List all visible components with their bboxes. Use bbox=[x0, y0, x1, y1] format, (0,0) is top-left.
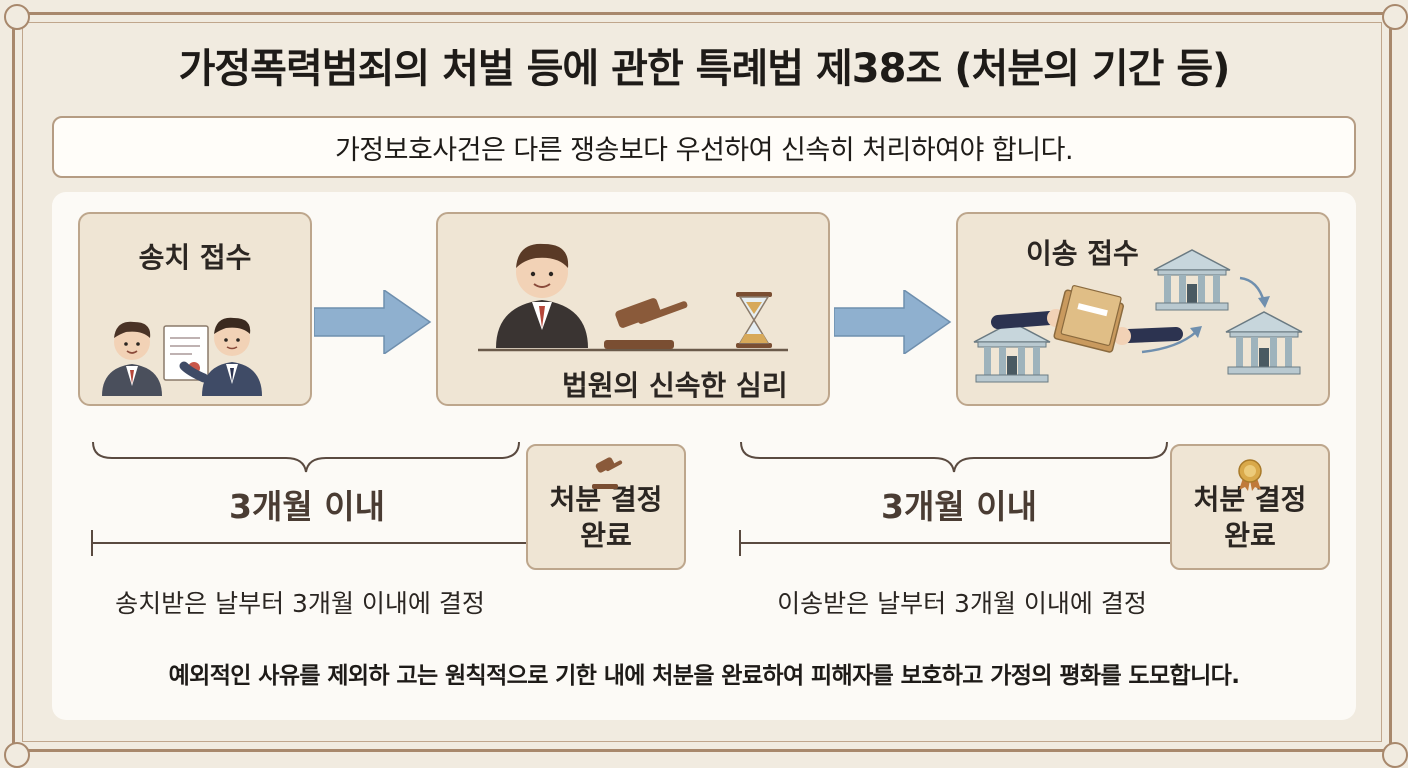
step-label: 이송 접수 bbox=[1026, 237, 1139, 270]
diagram-panel: 송치 접수 bbox=[52, 192, 1356, 720]
step-card-transfer: 이송 접수 bbox=[956, 212, 1330, 406]
deadline-note: 송치받은 날부터 3개월 이내에 결정 bbox=[115, 589, 485, 618]
decision-line2: 완료 bbox=[1224, 519, 1276, 552]
page-title: 가정폭력범죄의 처벌 등에 관한 특례법 제38조 (처분의 기간 등) bbox=[178, 46, 1231, 92]
timeline-line-left bbox=[91, 530, 530, 556]
court-transfer-icon bbox=[973, 249, 1303, 383]
outer-frame bbox=[12, 12, 1392, 752]
inner-frame bbox=[22, 22, 1382, 742]
flow-arrow-icon bbox=[834, 290, 952, 354]
corner-ornament bbox=[4, 742, 30, 768]
subtitle-text: 가정보호사건은 다른 쟁송보다 우선하여 신속히 처리하여야 합니다. bbox=[334, 134, 1074, 166]
period-label: 3개월 이내 bbox=[229, 487, 385, 526]
timeline-line-right bbox=[739, 530, 1178, 556]
decision-box-right: 처분 결정 완료 bbox=[1170, 444, 1330, 570]
period-label: 3개월 이내 bbox=[881, 487, 1037, 526]
corner-ornament bbox=[4, 4, 30, 30]
corner-ornament bbox=[1382, 742, 1408, 768]
gavel-icon bbox=[592, 457, 623, 489]
period-brace-right bbox=[740, 441, 1168, 473]
judge-gavel-icon bbox=[478, 243, 788, 352]
subtitle-banner: 가정보호사건은 다른 쟁송보다 우선하여 신속히 처리하여야 합니다. bbox=[52, 116, 1356, 178]
handover-document-icon bbox=[102, 317, 262, 396]
decision-box-left: 처분 결정 완료 bbox=[526, 444, 686, 570]
deadline-note: 이송받은 날부터 3개월 이내에 결정 bbox=[777, 589, 1147, 618]
period-brace-left bbox=[92, 441, 520, 473]
step-label: 송치 접수 bbox=[138, 241, 252, 274]
seal-ribbon-icon bbox=[1238, 459, 1262, 491]
step-card-referral: 송치 접수 bbox=[78, 212, 312, 406]
decision-line2: 완료 bbox=[580, 519, 632, 552]
step-card-hearing: 법원의 신속한 심리 bbox=[436, 212, 830, 406]
footer-summary: 예외적인 사유를 제외하 고는 원칙적으로 기한 내에 처분을 완료하여 피해자… bbox=[168, 663, 1240, 689]
corner-ornament bbox=[1382, 4, 1408, 30]
flow-arrow-icon bbox=[314, 290, 432, 354]
step-label: 법원의 신속한 심리 bbox=[562, 369, 788, 402]
decision-line1: 처분 결정 bbox=[1193, 483, 1307, 516]
